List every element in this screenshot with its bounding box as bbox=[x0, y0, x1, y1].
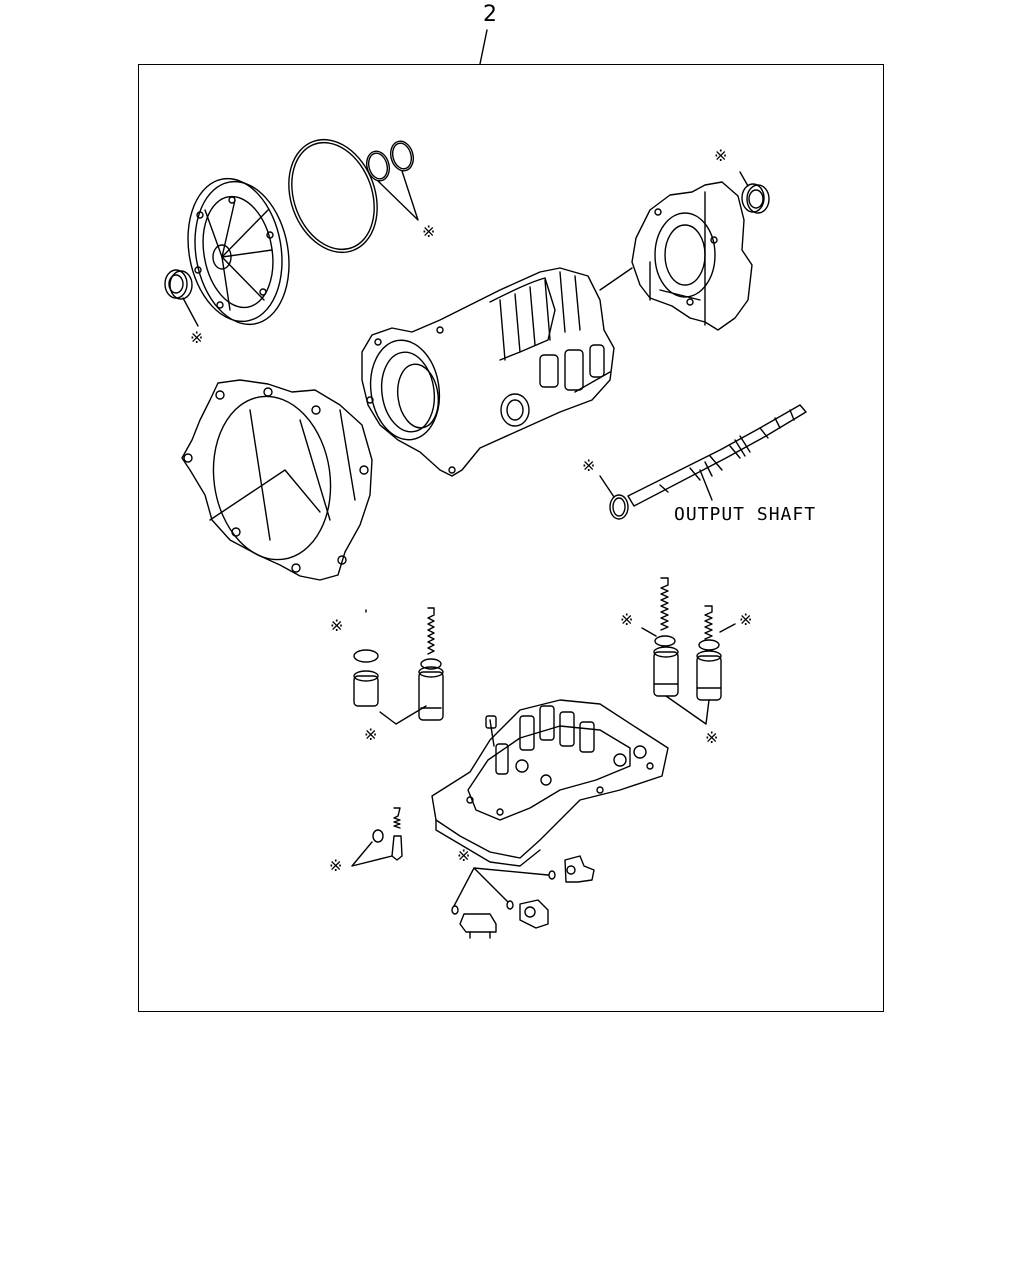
reference-mark: ※ bbox=[457, 846, 471, 865]
small-o-ring-2 bbox=[389, 140, 415, 172]
output-shaft-o-ring bbox=[609, 494, 629, 520]
reference-mark: ※ bbox=[620, 610, 634, 629]
reference-mark: ※ bbox=[739, 610, 753, 629]
rear-seal-leader bbox=[739, 171, 749, 187]
reference-mark: ※ bbox=[705, 728, 719, 747]
check-ball-spring bbox=[351, 807, 403, 867]
reference-mark: ※ bbox=[329, 856, 343, 875]
output-shaft-label: OUTPUT SHAFT bbox=[674, 504, 817, 525]
solenoid-1 bbox=[548, 855, 595, 883]
rear-oil-seal bbox=[741, 183, 770, 214]
converter-housing bbox=[181, 379, 373, 581]
large-o-ring bbox=[288, 138, 378, 254]
kit-frame bbox=[138, 64, 884, 1012]
front-seal-leader bbox=[182, 297, 199, 327]
reference-mark: ※ bbox=[582, 456, 596, 475]
reference-mark: ※ bbox=[330, 616, 344, 635]
solenoid-2 bbox=[506, 899, 549, 929]
shaft-o-ring-leader bbox=[599, 475, 615, 498]
solenoid-leader bbox=[453, 867, 549, 907]
reference-mark: ※ bbox=[422, 222, 436, 241]
accumulator-right bbox=[641, 577, 736, 725]
transmission-case bbox=[361, 267, 633, 477]
callout-number: 2 bbox=[483, 2, 497, 27]
front-oil-seal bbox=[164, 269, 193, 300]
output-shaft bbox=[627, 404, 807, 507]
solenoid-3 bbox=[451, 905, 497, 939]
reference-mark: ※ bbox=[364, 725, 378, 744]
small-o-ring-1 bbox=[365, 150, 391, 182]
o-ring-leader bbox=[377, 170, 419, 221]
extension-housing bbox=[631, 181, 753, 331]
reference-mark: ※ bbox=[190, 328, 204, 347]
callout-leader bbox=[479, 29, 488, 65]
valve-body bbox=[431, 699, 669, 867]
reference-mark: ※ bbox=[714, 146, 728, 165]
output-shaft-leader bbox=[699, 469, 713, 501]
accumulator-left bbox=[353, 607, 444, 725]
oil-pump-cover bbox=[187, 177, 290, 326]
